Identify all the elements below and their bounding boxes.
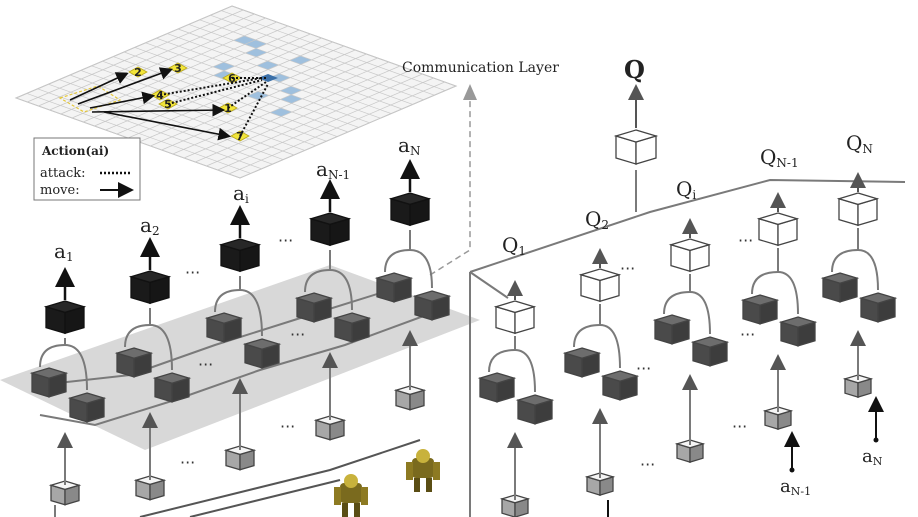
hidden-backward-cube [152,372,192,403]
attack-line [159,77,263,96]
hidden-forward-cube [562,347,602,378]
action-output-cube [43,300,87,335]
input-cube [393,385,427,411]
robot-unit-icon [406,449,440,492]
input-cube [762,406,794,430]
hidden-backward-cube [858,292,898,323]
move-arrow [91,103,226,117]
hidden-backward-cube [242,338,282,369]
attack-line [167,79,263,105]
ellipsis: ··· [198,355,213,374]
hidden-backward-cube [600,370,640,401]
action-output-cube [128,270,172,305]
ellipsis: ··· [636,359,651,378]
action-legend: Action(ai) attack: move: [33,137,141,201]
unit-number: 2 [134,66,142,79]
hidden-backward-cube [332,312,372,343]
legend-move-label: move: [40,183,80,198]
move-arrow [69,72,129,101]
legend-title-sub: ai [91,144,104,158]
action-output-cube [308,212,352,247]
q-output-label: Q2 [585,207,609,232]
hidden-backward-cube [778,316,818,347]
hidden-backward-cube [412,290,452,321]
legend-title: Action( [41,144,91,158]
ellipsis: ··· [620,259,635,278]
game-grid-map: 2346517 [14,5,458,179]
input-cube [223,445,257,471]
q-output-label: QN-1 [760,145,799,170]
hidden-forward-cube [374,272,414,303]
input-cube [48,480,82,506]
action-output-cube [218,238,262,273]
input-cube [842,374,874,398]
robot-unit-icon [334,474,368,517]
q-value-cube [578,268,622,303]
total-q-label: Q [624,55,645,84]
hidden-forward-cube [740,294,780,325]
unit-marker: 2 [128,66,148,79]
action-input-label: aN [862,446,883,468]
svg-text:Action(ai): Action(ai) [41,144,109,158]
ellipsis: ··· [732,417,747,436]
total-q-cube [613,129,659,165]
ellipsis: ··· [740,325,755,344]
input-cube [313,415,347,441]
hidden-forward-cube [477,372,517,403]
unit-number: 1 [224,102,232,115]
action-output-label: aN [398,133,420,158]
q-value-cube [668,238,712,273]
hidden-forward-cube [652,314,692,345]
ellipsis: ··· [280,417,295,436]
move-arrow [103,111,232,141]
legend-attack-label: attack: [40,166,86,181]
unit-number: 7 [236,130,244,143]
ellipsis: ··· [185,263,200,282]
hidden-forward-cube [29,367,69,398]
unit-number: 5 [164,98,172,111]
actor-network: ··· ··· ··· ··· ··· ··· [29,159,452,517]
unit-marker: 3 [168,62,188,75]
q-value-cube [756,212,800,247]
ellipsis: ··· [278,231,293,250]
action-input-label: aN-1 [780,476,811,498]
ellipsis: ··· [640,455,655,474]
q-value-cube [836,192,880,227]
input-cube [133,475,167,501]
q-value-cube [493,300,537,335]
hidden-backward-cube [515,394,555,425]
attack-line [239,83,269,137]
hidden-forward-cube [294,292,334,323]
communication-pointer [429,90,471,276]
communication-layer-label: Communication Layer [402,60,559,76]
hidden-backward-cube [67,392,107,423]
action-output-label: ai [233,181,249,206]
critic-network: ··· ··· ··· ··· ··· ··· [469,84,906,517]
q-output-label: QN [846,131,873,156]
hidden-forward-cube [204,312,244,343]
action-output-cube [388,192,432,227]
hidden-forward-cube [820,272,860,303]
q-output-label: Q1 [502,233,526,258]
action-output-label: a2 [140,213,160,238]
action-output-label: aN-1 [316,157,350,182]
move-arrow [89,91,156,109]
ellipsis: ··· [738,231,753,250]
ellipsis: ··· [290,325,305,344]
communication-arrow-head [463,84,477,100]
action-output-label: a1 [54,239,74,264]
input-cube [584,472,616,496]
communication-plane [0,265,480,450]
q-output-label: Qi [676,177,696,202]
ellipsis: ··· [180,453,195,472]
move-arrow [77,67,174,105]
hidden-backward-cube [690,336,730,367]
hidden-forward-cube [114,347,154,378]
unit-number: 3 [174,62,182,75]
